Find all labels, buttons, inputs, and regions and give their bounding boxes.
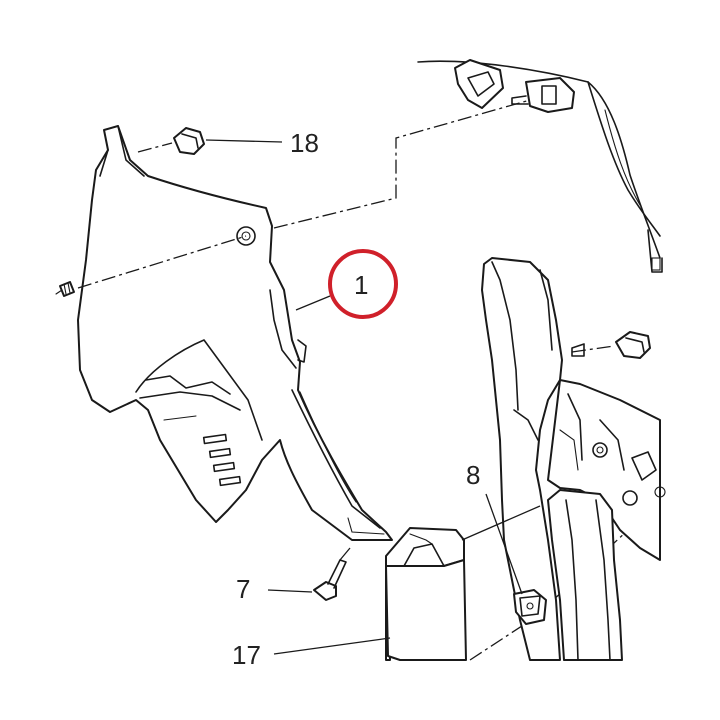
centerline-lower — [469, 621, 529, 661]
leader-8b — [461, 505, 541, 541]
callout-7: 7 — [236, 574, 250, 604]
callout-18: 18 — [290, 128, 319, 158]
clip-nut-8 — [513, 589, 547, 625]
upper-frame-bracket — [417, 60, 663, 273]
centerline-screw — [77, 235, 247, 289]
leader-8 — [485, 493, 523, 595]
fastener-18 — [173, 127, 205, 155]
leader-7 — [267, 589, 313, 593]
centerline-right-fastener — [571, 345, 615, 353]
leader-17 — [273, 637, 391, 655]
fastener-right-socket — [571, 343, 585, 357]
centerline-18 — [137, 142, 173, 153]
centerline-panel-clip — [273, 99, 531, 229]
mount-clip-top — [511, 77, 575, 113]
callout-1: 1 — [354, 270, 368, 300]
callout-17: 17 — [232, 640, 261, 670]
screw-7 — [313, 559, 347, 601]
leader-7b — [339, 547, 351, 561]
highlight-circle-1 — [328, 249, 398, 319]
diamond-clip-top — [454, 59, 504, 109]
side-cover-17 — [385, 527, 467, 661]
leader-1 — [295, 295, 331, 311]
screw-left — [55, 281, 75, 297]
fastener-right — [615, 331, 651, 359]
right-frame-trim — [481, 257, 666, 661]
side-panel-1 — [77, 125, 393, 541]
callout-8: 8 — [466, 460, 480, 490]
leader-18 — [205, 139, 283, 143]
